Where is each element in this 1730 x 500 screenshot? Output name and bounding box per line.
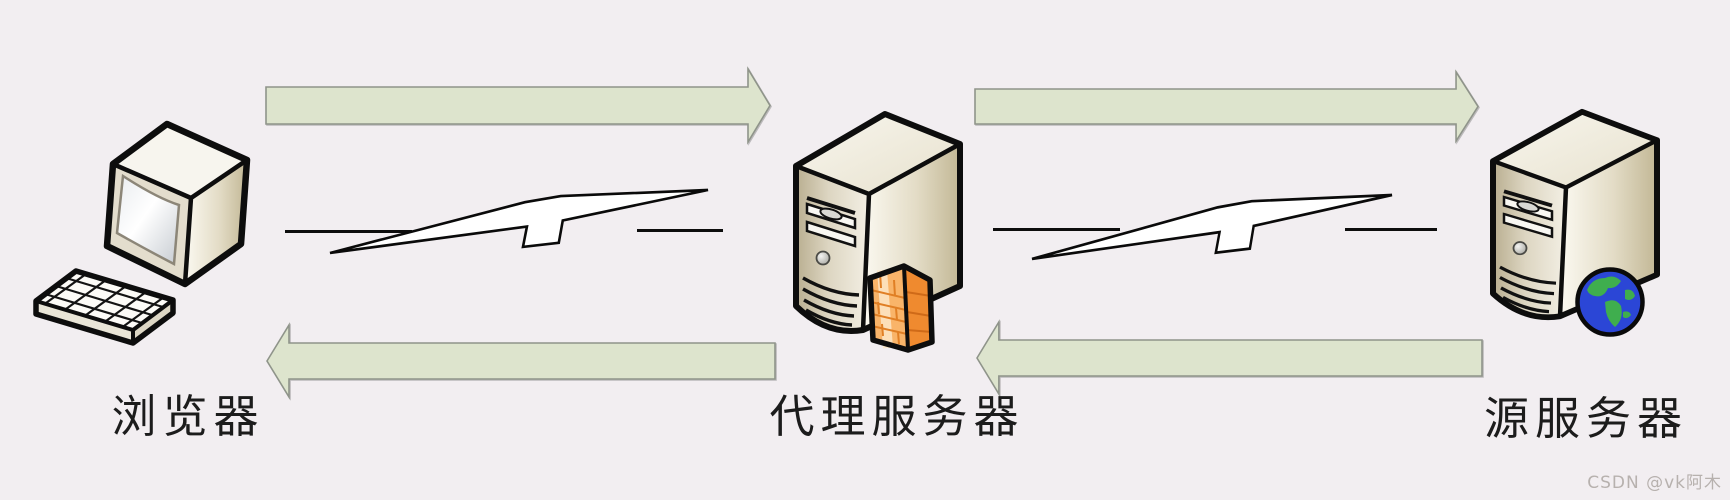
lightning-bolt-right-icon [1030, 193, 1394, 261]
connector-line [637, 229, 723, 232]
response-arrow-proxy-to-browser [266, 324, 776, 398]
browser-label: 浏览器 [111, 390, 265, 443]
connector-line [1345, 228, 1437, 231]
keyboard-icon [33, 268, 176, 346]
response-arrow-origin-to-proxy [976, 321, 1483, 395]
request-arrow-browser-to-proxy [265, 68, 771, 143]
connector-line [993, 228, 1120, 231]
monitor-icon [103, 120, 251, 288]
lightning-bolt-left-icon [328, 188, 710, 255]
proxy-server-label: 代理服务器 [769, 390, 1025, 443]
connector-line [285, 230, 412, 233]
csdn-watermark: CSDN @vk阿木 [1587, 473, 1722, 493]
request-arrow-proxy-to-origin [974, 71, 1479, 142]
origin-server-label: 源服务器 [1483, 392, 1689, 445]
firewall-icon [867, 263, 935, 353]
globe-icon [1575, 267, 1645, 337]
